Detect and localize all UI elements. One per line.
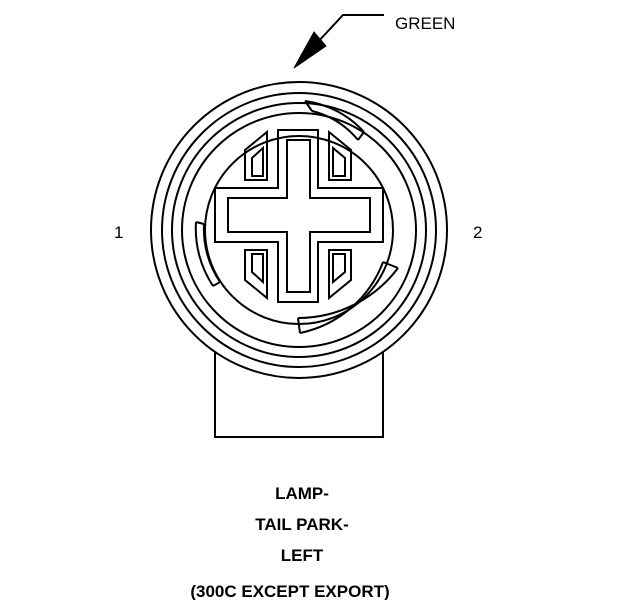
connector-title-line-1: LAMP- — [275, 484, 329, 503]
pin-1-label: 1 — [114, 223, 123, 242]
color-leader-line — [315, 14, 384, 45]
connector-stem — [214, 343, 384, 438]
cross-inner-outline — [227, 139, 371, 293]
connector-ring-4 — [181, 112, 417, 348]
terminal-blade-lower-right — [328, 249, 352, 301]
left-key-tab — [194, 221, 221, 287]
cross-terminal-cavity — [214, 129, 384, 303]
terminal-blade-upper-left — [244, 129, 268, 181]
connector-title-line-3: LEFT — [281, 546, 324, 565]
wire-color-label: GREEN — [395, 14, 455, 33]
connector-title-line-2: TAIL PARK- — [255, 515, 349, 534]
connector-note: (300C EXCEPT EXPORT) — [190, 582, 389, 600]
bottom-latch-arc — [297, 261, 399, 334]
connector-outer-ring — [150, 81, 448, 379]
top-key-tab — [304, 100, 365, 141]
connector-ring-2 — [161, 92, 437, 368]
terminal-blade-upper-right — [328, 129, 352, 181]
connector-ring-3 — [171, 102, 427, 358]
pin-2-label: 2 — [473, 223, 482, 242]
terminal-blade-lower-left — [244, 249, 268, 301]
color-leader-arrowhead — [293, 31, 327, 69]
